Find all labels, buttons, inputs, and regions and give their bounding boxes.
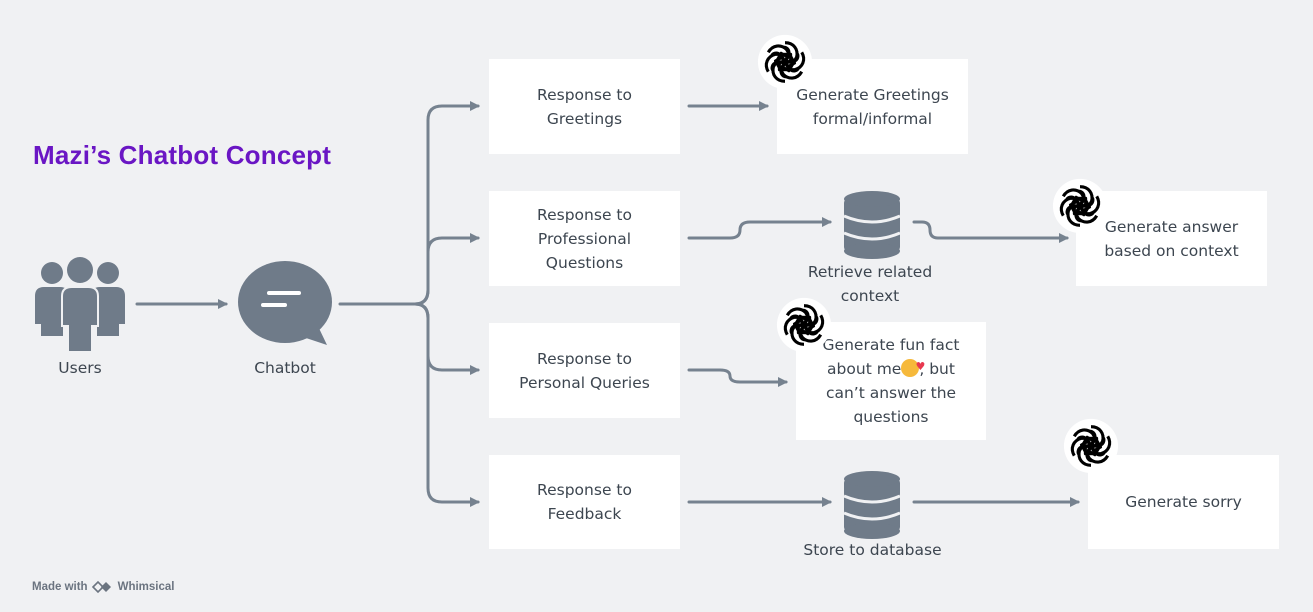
generate-answer-card[interactable]: Generate answer based on context	[1076, 191, 1267, 286]
fun-fact-label-2: , but can’t answer the questions	[825, 360, 957, 426]
generate-answer-label: Generate answer based on context	[1104, 217, 1239, 260]
personal-card[interactable]: Response to Personal Queries	[489, 323, 680, 418]
page-title: Mazi’s Chatbot Concept	[33, 140, 332, 170]
feedback-label: Response to Feedback	[537, 481, 632, 523]
professional-card[interactable]: Response to Professional Questions	[489, 191, 680, 286]
fun-fact-text: Generate fun fact about me, but can’t an…	[823, 333, 960, 429]
store-database-label: Store to database	[803, 541, 942, 559]
database-icon	[843, 471, 901, 539]
generate-sorry-label: Generate sorry	[1125, 493, 1242, 511]
arrow-to-professional	[413, 233, 480, 306]
users-label: Users	[58, 359, 102, 377]
generate-greetings-label: Generate Greetings formal/informal	[796, 85, 949, 128]
arrow-professional-to-retrieve	[687, 217, 832, 240]
retrieve-context-label: Retrieve related context	[807, 263, 933, 305]
chatbot-label: Chatbot	[254, 359, 316, 377]
made-with-label: Made with	[32, 581, 88, 593]
database-icon	[843, 191, 901, 259]
arrow-personal-to-funfact	[687, 368, 788, 387]
arrow-to-feedback	[413, 302, 480, 507]
greetings-label: Response to Greetings	[537, 85, 632, 128]
fun-fact-card[interactable]: Generate fun fact about me, but can’t an…	[796, 322, 986, 440]
fun-fact-label-1: Generate fun fact about me	[822, 336, 960, 378]
generate-greetings-card[interactable]: Generate Greetings formal/informal	[777, 59, 968, 154]
personal-label: Response to Personal Queries	[519, 349, 650, 392]
generate-sorry-card[interactable]: Generate sorry	[1088, 455, 1279, 549]
greetings-card[interactable]: Response to Greetings	[489, 59, 680, 154]
arrow-to-personal	[413, 302, 480, 375]
footer: Made with Whimsical	[32, 580, 174, 594]
whimsical-logo-icon	[91, 580, 111, 594]
connectors	[135, 101, 1080, 507]
feedback-card[interactable]: Response to Feedback	[489, 455, 680, 549]
openai-logo-icon	[776, 297, 832, 353]
openai-logo-icon	[1052, 178, 1108, 234]
arrow-retrieve-to-answer	[912, 220, 1069, 243]
openai-logo-icon	[1063, 418, 1119, 474]
emoji-icon	[901, 355, 925, 379]
professional-label: Response to Professional Questions	[537, 205, 632, 272]
chat-bubble-icon	[238, 261, 332, 345]
openai-logo-icon	[757, 34, 813, 90]
users-icon	[35, 257, 125, 353]
whimsical-brand[interactable]: Whimsical	[117, 581, 175, 593]
arrow-to-greetings	[413, 101, 480, 306]
